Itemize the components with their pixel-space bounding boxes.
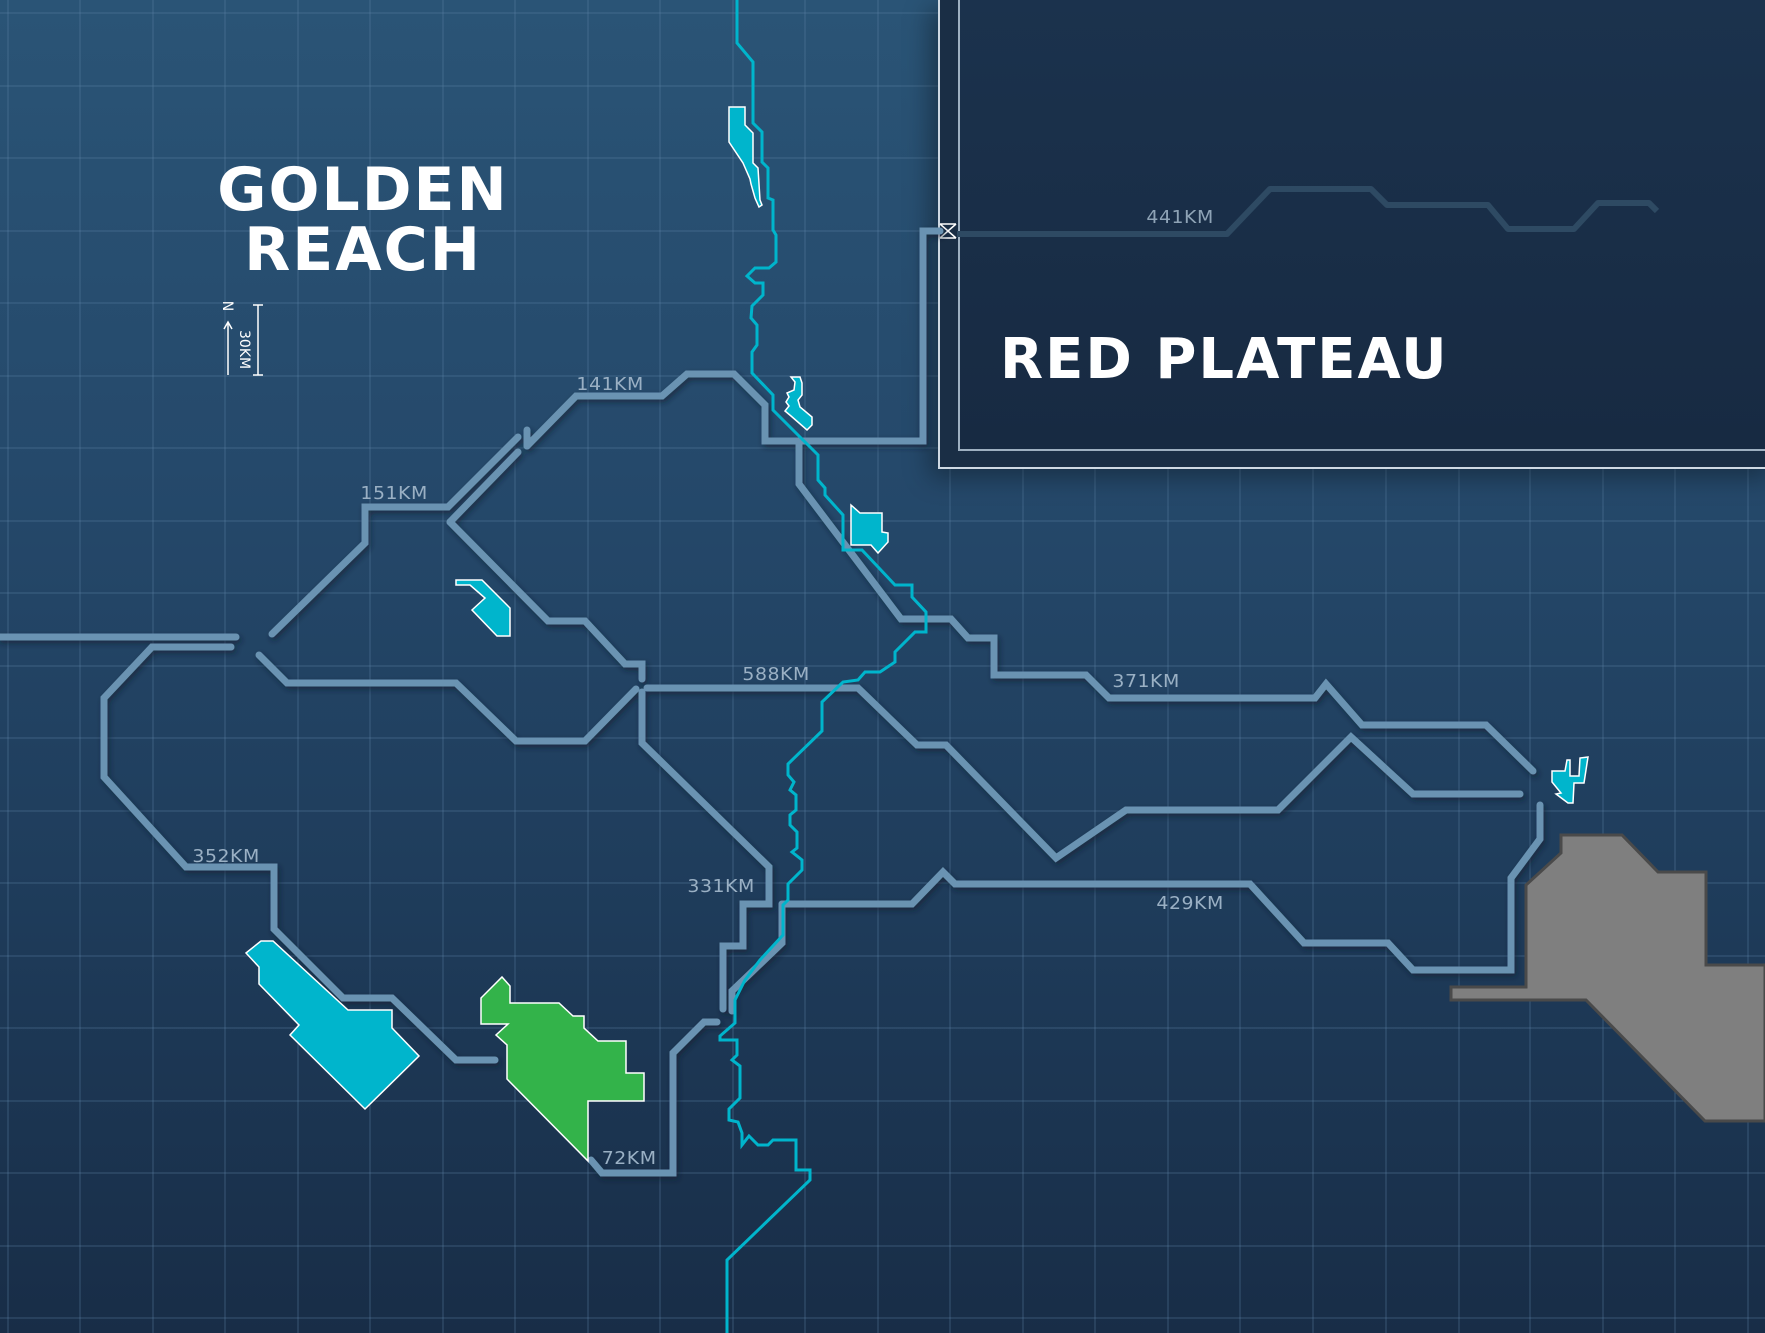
route-label-141: 141KM <box>576 374 644 395</box>
route-label-371: 371KM <box>1112 671 1180 692</box>
route-label-441: 441KM <box>1146 207 1214 228</box>
route-label-331: 331KM <box>687 876 755 897</box>
route-network <box>0 227 1544 1177</box>
north-label: N <box>219 300 236 312</box>
route-label-72: 72KM <box>601 1148 657 1169</box>
lake-far-east[interactable] <box>1551 756 1589 804</box>
compass-scale <box>223 304 263 376</box>
red-plateau-panel-inner <box>958 0 1765 451</box>
panel-entry-marker-icon <box>939 223 957 239</box>
route-label-588: 588KM <box>742 664 810 685</box>
region-title-red-plateau: RED PLATEAU <box>1000 327 1449 392</box>
park-area[interactable] <box>480 975 645 1163</box>
route-352-path[interactable] <box>100 643 499 1064</box>
lake-southwest[interactable] <box>244 940 421 1111</box>
route-441-path[interactable] <box>957 186 1660 237</box>
route-429-path[interactable] <box>778 801 1544 974</box>
route-72-path[interactable] <box>587 1018 721 1177</box>
scale-label: 30KM <box>236 330 252 370</box>
region-title-golden-reach: GOLDEN REACH <box>198 160 528 280</box>
region-title-line2: REACH <box>244 215 482 285</box>
lake-junction[interactable] <box>783 376 813 432</box>
route-label-429: 429KM <box>1156 893 1224 914</box>
route-141-path-b[interactable] <box>523 227 944 450</box>
region-title-line1: GOLDEN <box>217 155 509 225</box>
route-331-path[interactable] <box>638 688 773 1013</box>
route-label-352: 352KM <box>192 846 260 867</box>
lake-central[interactable] <box>455 579 511 637</box>
restricted-zone[interactable] <box>1449 833 1765 1123</box>
route-loop-path[interactable] <box>255 651 640 745</box>
river-path <box>718 0 928 1333</box>
lake-north[interactable] <box>728 106 763 209</box>
route-label-151: 151KM <box>360 483 428 504</box>
lake-east[interactable] <box>850 503 889 555</box>
route-141-path[interactable] <box>446 448 522 526</box>
route-371-path[interactable] <box>795 437 1537 775</box>
route-151-path[interactable] <box>268 433 522 638</box>
route-588-path[interactable] <box>643 684 1524 863</box>
route-diag-path[interactable] <box>446 518 646 683</box>
